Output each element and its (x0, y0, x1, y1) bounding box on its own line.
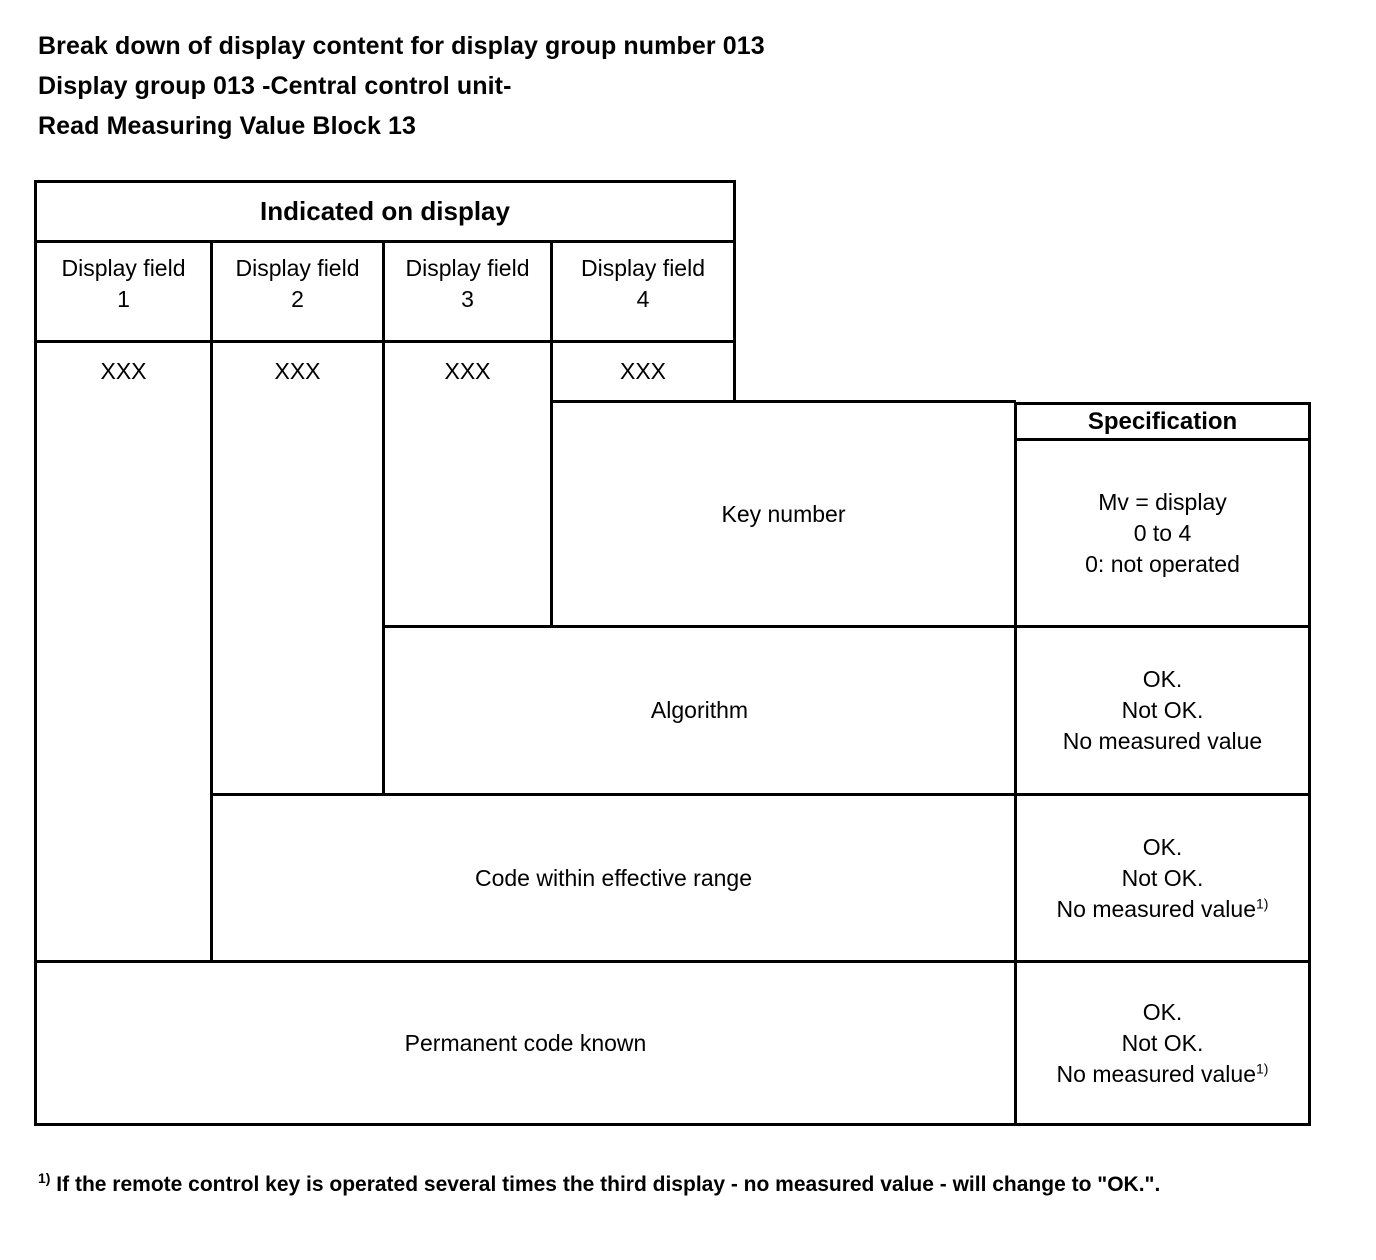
rule-table-right (1308, 402, 1311, 1126)
heading-line-1: Break down of display content for displa… (38, 32, 765, 60)
row-label-key-number: Key number (721, 500, 846, 527)
rule-col2-col3 (382, 240, 385, 796)
field-header-4-number: 4 (636, 286, 650, 312)
spec-line-3: 0: not operated (1085, 550, 1240, 577)
spec-line-3: No measured value (1062, 728, 1263, 754)
rule-under-field-headers (34, 340, 736, 343)
display-field-1-value: XXX (100, 358, 147, 384)
spec-line-1: OK. (1142, 833, 1183, 860)
rule-col1-col2 (210, 240, 213, 963)
rule-under-code-range-row (34, 960, 1311, 963)
rule-under-key-number-row (382, 625, 1311, 628)
rule-table-bottom (34, 1123, 1311, 1126)
field-header-1-label: Display field (61, 255, 186, 281)
page-title: Break down of display content for displa… (38, 26, 1188, 146)
spec-line-2: Not OK. (1121, 1029, 1204, 1056)
spec-column-header: Specification (1087, 408, 1238, 435)
field-header-3: Display field 3 (385, 243, 550, 340)
row-spec-permanent-code-known: OK. Not OK. No measured value1) (1017, 963, 1308, 1123)
field-header-3-number: 3 (461, 286, 474, 312)
row-spec-algorithm: OK. Not OK. No measured value (1017, 628, 1308, 793)
footnote-marker: 1) (1256, 894, 1269, 911)
breakdown-table: Indicated on display Display field 1 Dis… (34, 180, 1311, 1126)
group-header-indicated-on-display: Indicated on display (260, 196, 510, 226)
row-label-algorithm: Algorithm (650, 697, 749, 723)
rule-spec-header-top (1014, 402, 1311, 405)
spec-line-1: Mv = display (1098, 488, 1227, 515)
footnote: 1) If the remote control key is operated… (38, 1168, 1198, 1202)
field-header-4: Display field 4 (553, 243, 733, 340)
rule-display-block-right (733, 180, 736, 403)
spec-line-2: Not OK. (1121, 697, 1204, 723)
footnote-marker: 1) (38, 1170, 51, 1186)
field-header-1-number: 1 (117, 286, 130, 312)
spec-line-2: Not OK. (1121, 864, 1204, 891)
spec-line-3: No measured value1) (1056, 1059, 1269, 1087)
display-field-4-value: XXX (619, 358, 667, 384)
rule-under-algorithm-row (210, 793, 1311, 796)
heading-line-3: Read Measuring Value Block 13 (38, 112, 417, 140)
display-field-3-value: XXX (444, 358, 491, 384)
field-header-2-label: Display field (235, 255, 360, 281)
row-label-code-within-effective-range: Code within effective range (474, 864, 753, 891)
row-spec-code-within-effective-range: OK. Not OK. No measured value1) (1017, 796, 1308, 960)
row-spec-key-number: Mv = display 0 to 4 0: not operated (1017, 441, 1308, 625)
footnote-text: If the remote control key is operated se… (56, 1173, 1161, 1196)
rule-under-group-header (34, 240, 736, 243)
spec-line-3: No measured value1) (1056, 894, 1269, 922)
rule-step-under-xxx (550, 400, 1016, 403)
row-label-permanent-code-known: Permanent code known (404, 1029, 647, 1056)
rule-table-left (34, 180, 37, 1126)
heading-line-2: Display group 013 -Central control unit- (38, 72, 512, 100)
field-header-2-number: 2 (291, 286, 304, 312)
field-header-4-label: Display field (581, 255, 705, 281)
display-field-2-value: XXX (274, 358, 321, 384)
rule-table-top (34, 180, 736, 183)
spec-line-1: OK. (1142, 666, 1183, 692)
rule-spec-col-left (1014, 402, 1017, 1126)
rule-under-spec-header (1014, 438, 1311, 441)
field-header-2: Display field 2 (213, 243, 382, 340)
field-header-1: Display field 1 (37, 243, 210, 340)
field-header-3-label: Display field (405, 255, 530, 281)
rule-col3-col4 (550, 240, 553, 628)
spec-line-2: 0 to 4 (1133, 519, 1192, 546)
spec-line-1: OK. (1142, 998, 1183, 1025)
footnote-marker: 1) (1256, 1059, 1269, 1076)
